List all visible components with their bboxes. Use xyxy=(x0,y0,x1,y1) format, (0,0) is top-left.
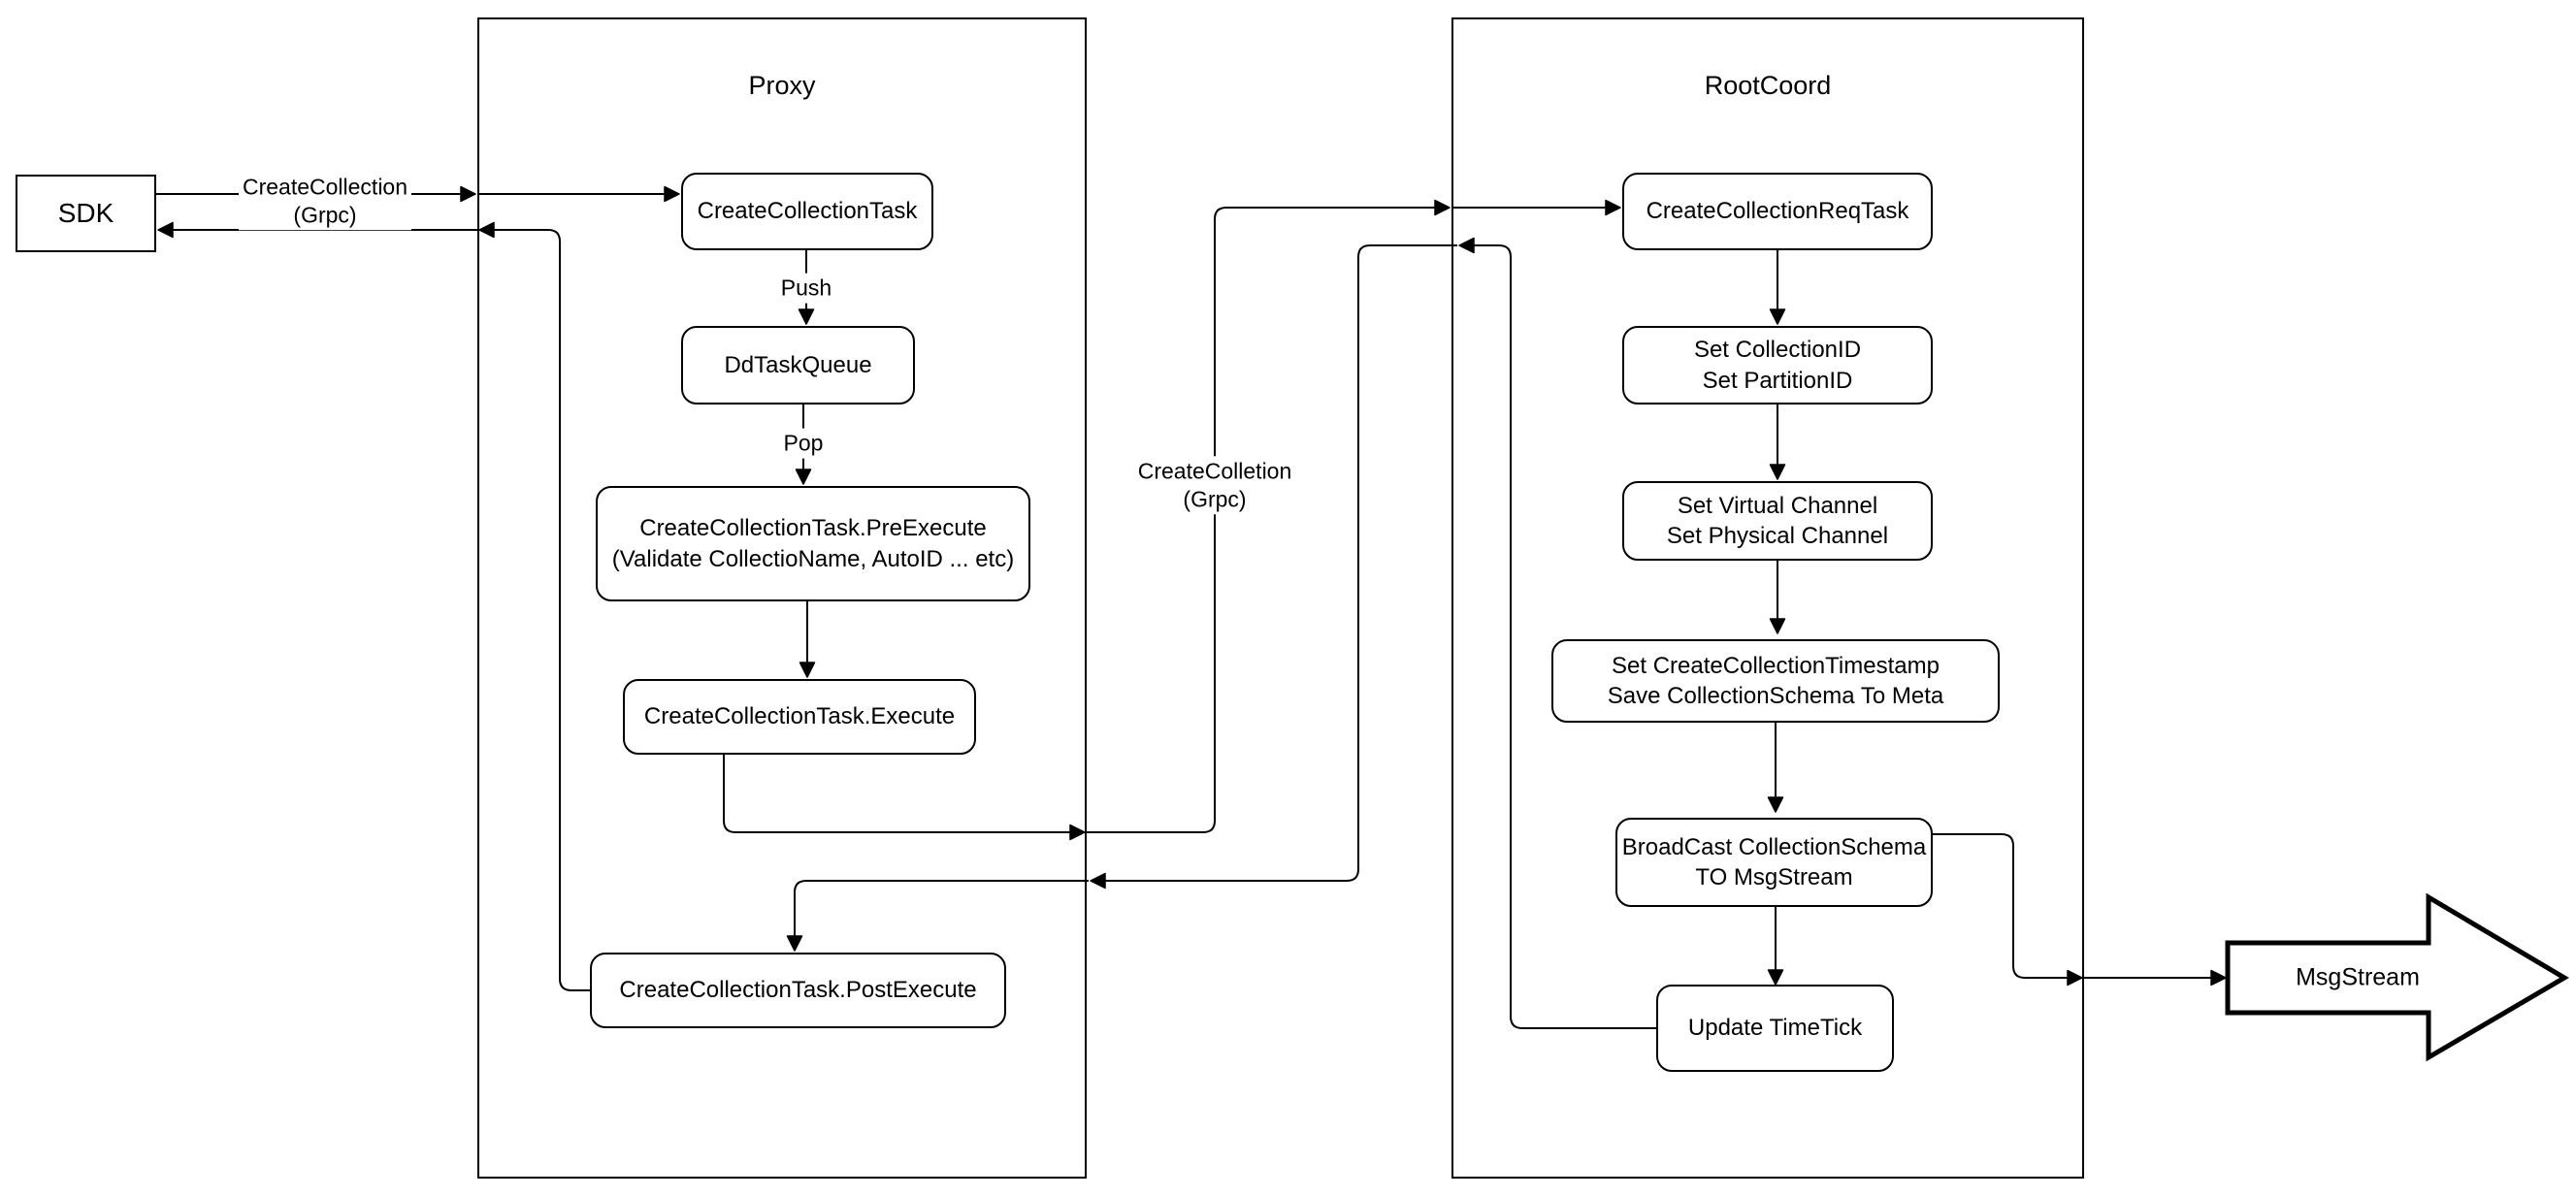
node-set-channels-line1: Set Virtual Channel xyxy=(1677,492,1878,519)
node-set-timestamp-line1: Set CreateCollectionTimestamp xyxy=(1612,652,1940,679)
node-update-timetick-label: Update TimeTick xyxy=(1687,1015,1863,1042)
node-post-execute: CreateCollectionTask.PostExecute xyxy=(590,953,1006,1028)
proxy-container: Proxy xyxy=(477,17,1087,1179)
edge-proxy-to-postexecute xyxy=(786,880,1089,952)
node-dd-task-queue-label: DdTaskQueue xyxy=(724,351,872,378)
edge-label-pop: Pop xyxy=(779,428,828,459)
edge-proxy-to-rootcoord xyxy=(1087,199,1451,833)
node-create-collection-req-task-label: CreateCollectionReqTask xyxy=(1646,198,1909,225)
msgstream-arrow-shape xyxy=(2225,892,2569,1062)
node-create-collection-req-task: CreateCollectionReqTask xyxy=(1622,173,1933,250)
node-set-channels-line2: Set Physical Channel xyxy=(1666,523,1889,549)
node-broadcast-line2: TO MsgStream xyxy=(1695,864,1853,890)
node-post-execute-label: CreateCollectionTask.PostExecute xyxy=(619,977,977,1004)
node-set-timestamp-line2: Save CollectionSchema To Meta xyxy=(1607,683,1944,709)
node-sdk: SDK xyxy=(16,175,156,252)
node-set-channels: Set Virtual Channel Set Physical Channel xyxy=(1622,481,1933,561)
edge-label-push: Push xyxy=(776,273,836,304)
edge-label-create-colletion-grpc: CreateColletion (Grpc) xyxy=(1133,456,1296,514)
node-set-timestamp: Set CreateCollectionTimestamp Save Colle… xyxy=(1551,639,2000,723)
node-pre-execute-line2: (Validate CollectioName, AutoID ... etc) xyxy=(611,545,1015,572)
node-set-ids-line2: Set PartitionID xyxy=(1702,367,1853,394)
node-broadcast: BroadCast CollectionSchema TO MsgStream xyxy=(1615,818,1933,907)
edge-postexecute-to-proxy-border xyxy=(478,221,590,991)
rootcoord-title: RootCoord xyxy=(1704,71,1832,100)
node-pre-execute-line1: CreateCollectionTask.PreExecute xyxy=(639,515,987,542)
node-set-ids-line1: Set CollectionID xyxy=(1693,337,1862,364)
edge-execute-to-proxy-border xyxy=(723,755,1086,841)
proxy-title: Proxy xyxy=(748,71,816,100)
node-execute: CreateCollectionTask.Execute xyxy=(623,679,976,755)
node-create-collection-task: CreateCollectionTask xyxy=(681,173,933,250)
node-create-collection-task-label: CreateCollectionTask xyxy=(697,198,918,225)
edge-rootcoord-to-proxy-return xyxy=(1090,244,1457,890)
node-update-timetick: Update TimeTick xyxy=(1656,985,1894,1072)
node-set-ids: Set CollectionID Set PartitionID xyxy=(1622,326,1933,404)
node-sdk-label: SDK xyxy=(57,197,114,228)
edge-broadcast-to-rootcoord-border xyxy=(1933,833,2083,987)
edge-updatetimetick-to-rootcoord-border xyxy=(1458,237,1656,1029)
edge-label-create-collection-grpc: CreateCollection (Grpc) xyxy=(238,172,412,230)
node-broadcast-line1: BroadCast CollectionSchema xyxy=(1621,833,1927,860)
node-pre-execute: CreateCollectionTask.PreExecute (Validat… xyxy=(596,486,1030,601)
node-execute-label: CreateCollectionTask.Execute xyxy=(643,703,956,730)
rootcoord-container: RootCoord xyxy=(1451,17,2084,1179)
node-dd-task-queue: DdTaskQueue xyxy=(681,326,915,404)
msgstream-label: MsgStream xyxy=(2296,963,2420,991)
